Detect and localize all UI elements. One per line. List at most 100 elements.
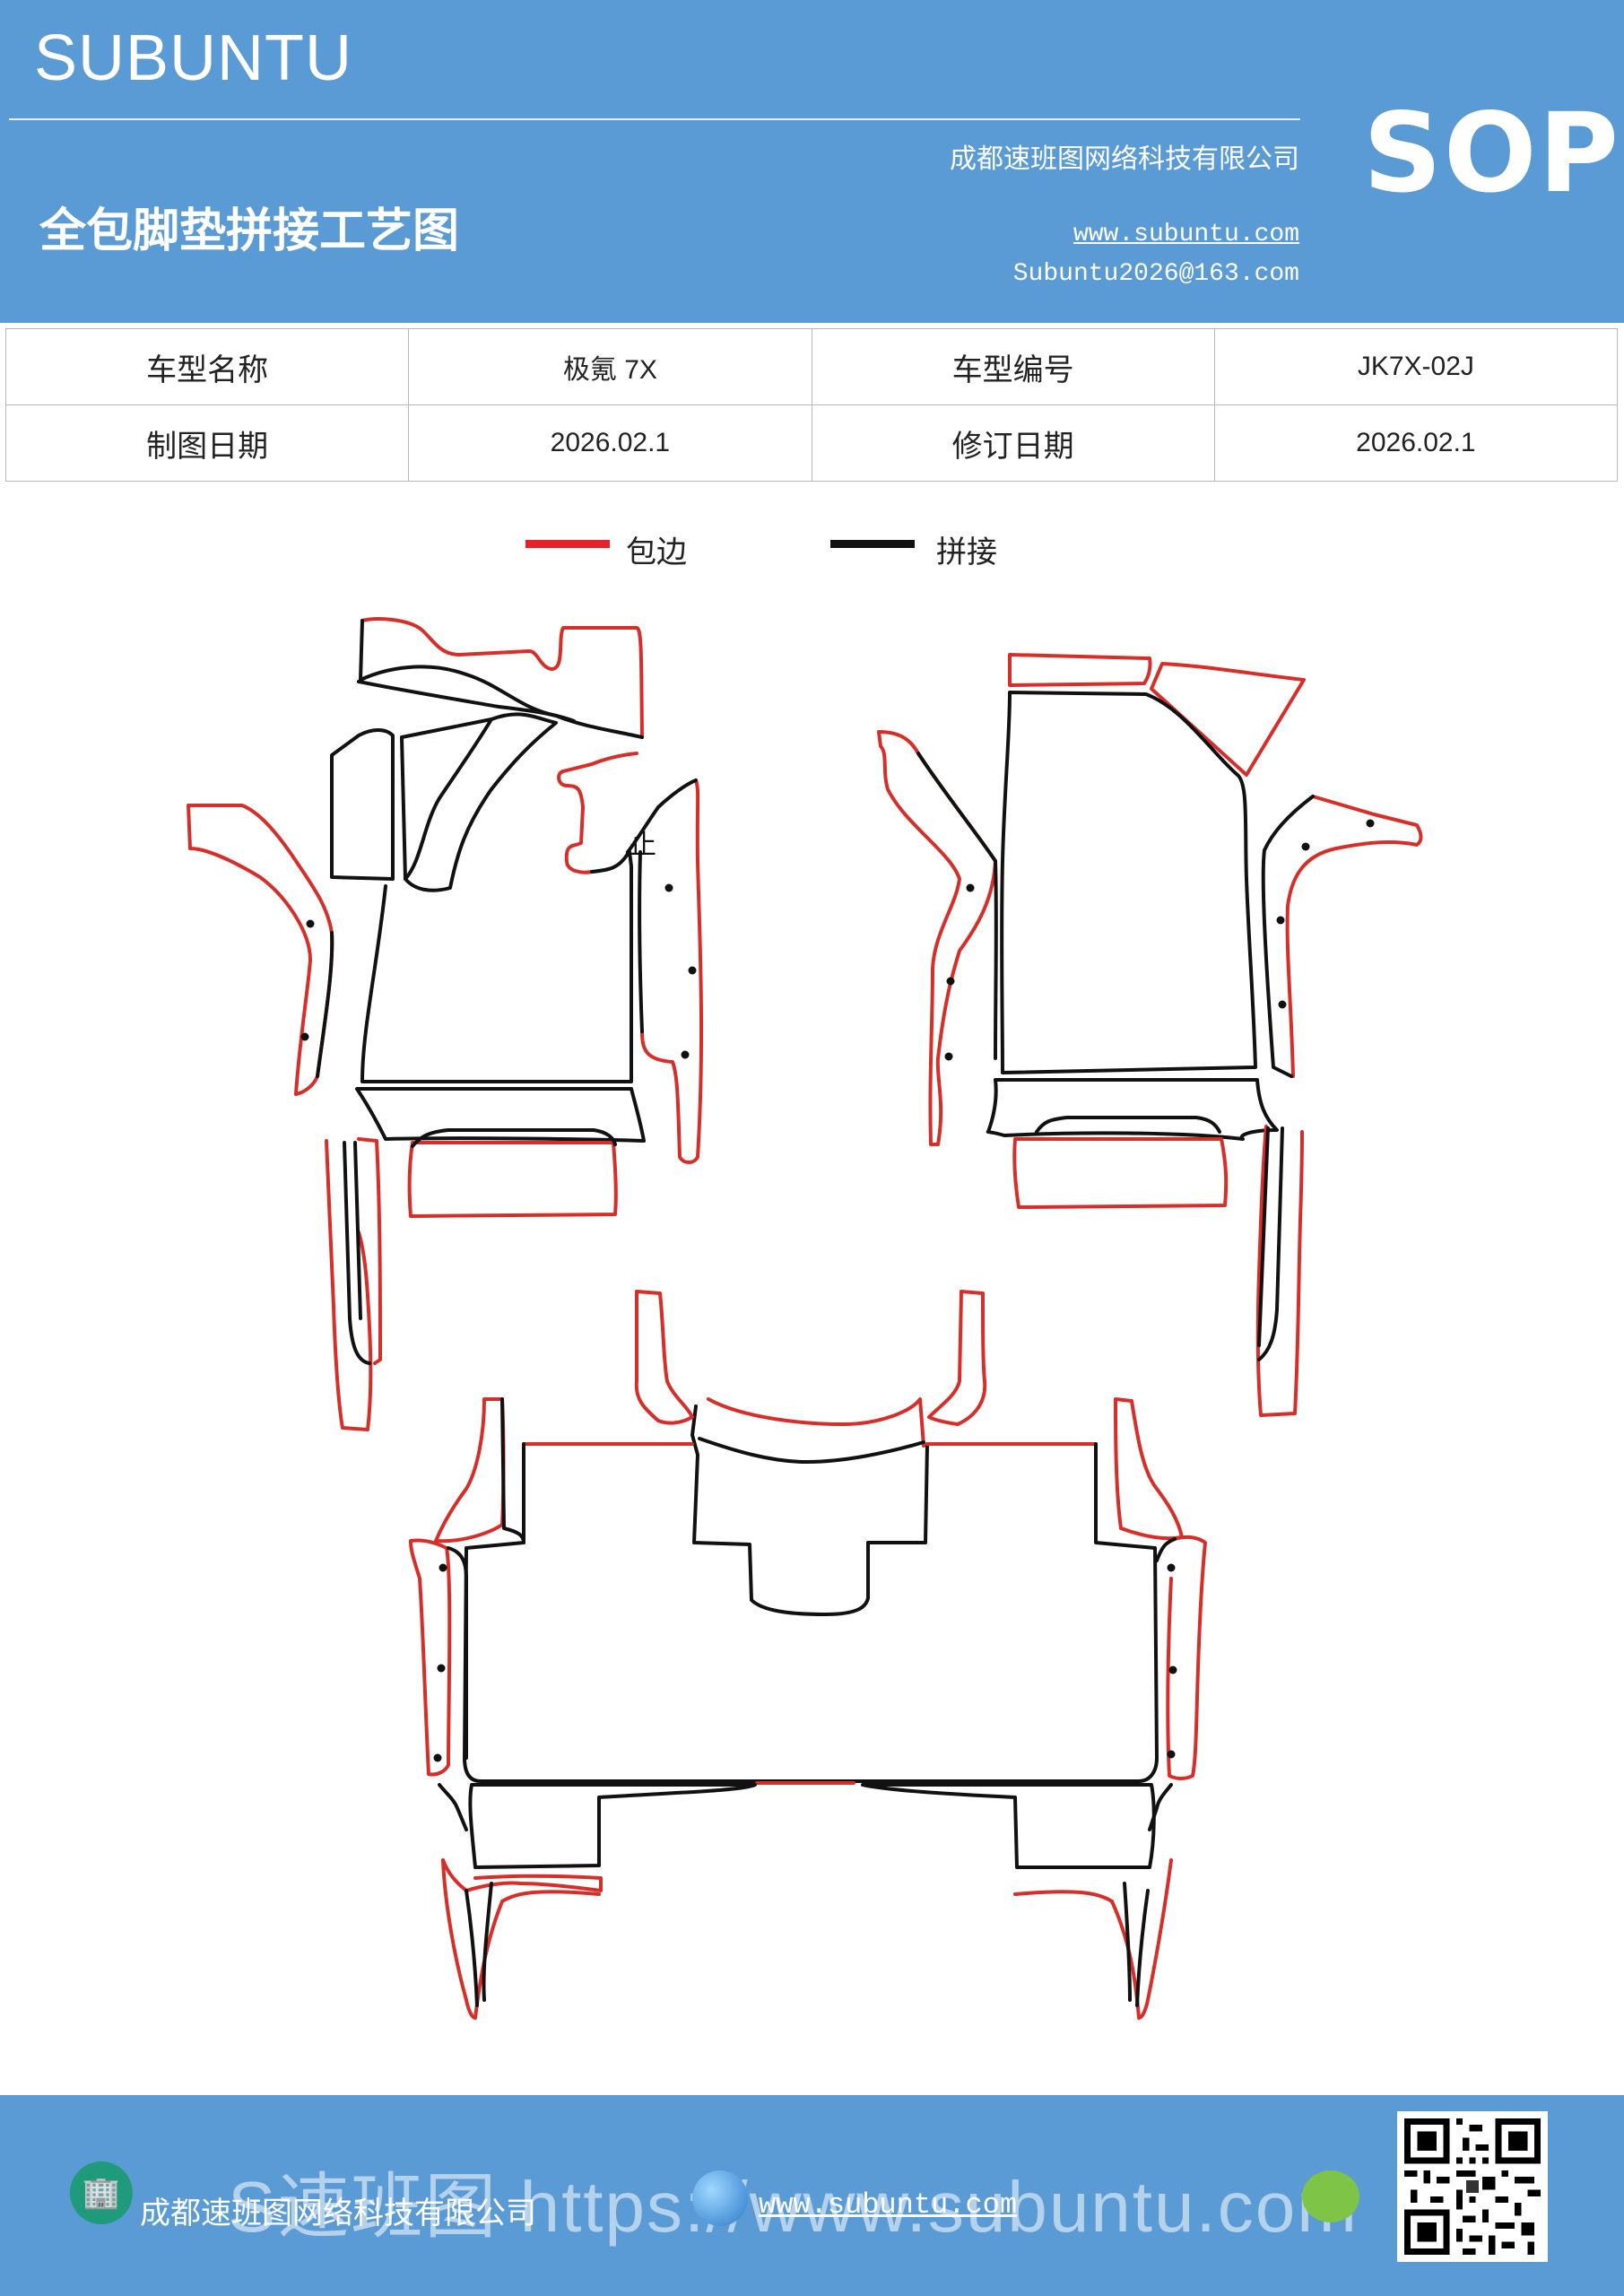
front-right-right-sill [1285,795,1423,1078]
building-icon: 🏢 [70,2161,133,2224]
clip-dot [1366,819,1375,828]
clip-dot [306,919,315,928]
clip-dot [664,883,673,892]
rear-left-side [409,1538,452,1777]
clip-dot [681,1050,690,1059]
front-right-right-sill-seam [1261,795,1315,1078]
front-left-bottom-bar [355,1087,646,1143]
footer-website-link[interactable]: www.subuntu.com [759,2188,1018,2222]
document-title: 全包脚垫拼接工艺图 [39,204,460,258]
rear-left-corner [434,1397,506,1544]
clip-dot [300,1032,309,1041]
company-name: 成都速班图网络科技有限公司 [950,144,1299,175]
clip-dot [1167,1563,1176,1572]
front-right-left-strip [877,730,997,1146]
front-right-top-left [1008,653,1152,687]
rear-right-corner [1114,1397,1184,1541]
clip-dot [944,1052,953,1061]
front-left-door-strip-outer [325,1139,373,1431]
front-left-right-strip-seam [626,778,698,1033]
website-link[interactable]: www.subuntu.com [1073,221,1299,248]
front-right-door-strip-seam [1257,1126,1284,1361]
table-row: 车型名称 极氪 7X 车型编号 JK7X-02J [4,328,1619,405]
front-left-door-strip-inner [357,1137,382,1365]
front-right-door-strip-outer [1255,1125,1304,1417]
header-banner: SUBUNTU 全包脚垫拼接工艺图 成都速班图网络科技有限公司 www.subu… [0,0,1624,323]
footer-watermark-text: S速班图 https://www.subuntu.com [228,2167,1359,2247]
wechat-icon [1302,2170,1359,2222]
front-right-bottom-tray-top [1035,1116,1221,1134]
rear-left-bottom-long-seam [465,1882,493,2007]
sop-badge: SOP [1363,90,1620,217]
clip-dot [1168,1665,1177,1674]
header-divider [9,118,1300,120]
stop-mark: 止 [630,830,656,861]
model-code-value: JK7X-02J [1213,328,1619,405]
draw-date-value: 2026.02.1 [408,404,812,482]
front-left-bottom-tray-top [411,1128,617,1148]
front-right-main-seam [1000,691,1257,1074]
clip-dot [966,883,975,892]
rear-top-center [707,1397,925,1448]
rear-left-wing [438,1783,468,1831]
rear-left-bottom-fin [441,1858,603,1892]
front-right-left-strip-seam [916,752,998,1060]
rear-top-center-seam [690,1405,929,1616]
rear-right-side-seam [1155,1537,1177,1562]
rear-bottom-right [861,1783,1156,1869]
front-left-door-strip-seam [343,1141,371,1365]
front-left-sill-seam [316,931,334,1078]
clip-dot [1301,842,1310,851]
footer-banner: 🏢 成都速班图网络科技有限公司 S速班图 https://www.subuntu… [0,2095,1624,2296]
clip-dot [946,977,955,986]
model-name-label: 车型名称 [4,328,410,405]
rear-left-side-seam [447,1546,468,1760]
qr-code-icon [1397,2111,1548,2262]
clip-dot [1276,916,1285,925]
clip-dot [433,1753,442,1762]
legend-label-edge: 包边 [626,535,687,570]
table-row: 制图日期 2026.02.1 修订日期 2026.02.1 [4,404,1619,482]
revision-date-label: 修订日期 [811,404,1215,482]
rear-right-bottom-long [1013,1858,1173,2020]
front-left-upper-left [330,728,395,881]
rear-left-corner-seam [500,1397,525,1544]
rear-right-side [1166,1535,1207,1780]
draw-date-label: 制图日期 [4,404,410,482]
globe-icon [692,2170,748,2226]
front-left-center-cut [357,680,576,723]
front-right-bottom-bar [986,1078,1279,1141]
vehicle-info-table: 车型名称 极氪 7X 车型编号 JK7X-02J 制图日期 2026.02.1 … [4,328,1619,482]
clip-dot [439,1563,447,1572]
rear-left-tab [634,1290,694,1425]
rear-right-tab [927,1290,987,1426]
floor-mat-diagram: 止 [187,617,1423,2020]
rear-left-bottom-long [441,1858,601,2020]
rear-bottom-left [468,1783,757,1869]
model-code-label: 车型编号 [811,328,1215,405]
front-right-bottom-tray [1012,1137,1229,1209]
clip-dot [688,966,697,975]
front-left-main-seam [360,850,633,1083]
contact-email[interactable]: Subuntu2026@163.com [1012,260,1299,288]
revision-date-value: 2026.02.1 [1213,404,1619,482]
front-left-big-body [404,712,558,892]
front-left-right-strip [640,778,704,1164]
clip-dot [1278,1000,1287,1009]
model-name-value: 极氪 7X [408,328,812,405]
front-left-top-edge [360,617,644,739]
clip-dot [1167,1750,1176,1759]
clip-dot [437,1664,446,1673]
rear-top-center-curve [698,1437,925,1464]
front-left-small-notch [557,752,638,874]
front-left-bottom-tray [407,1141,618,1218]
front-right-top-wedge [1150,662,1306,777]
rear-right-wing [1148,1783,1173,1831]
front-left-small-notch-seam [590,850,631,874]
footer-company-name: 成都速班图网络科技有限公司 [140,2196,536,2231]
legend-swatch-seam [830,540,915,548]
front-left-upper-mid [400,718,493,881]
legend: 包边 拼接 [0,520,1624,574]
legend-label-seam: 拼接 [936,535,997,570]
brand-logo-text: SUBUNTU [34,22,353,94]
